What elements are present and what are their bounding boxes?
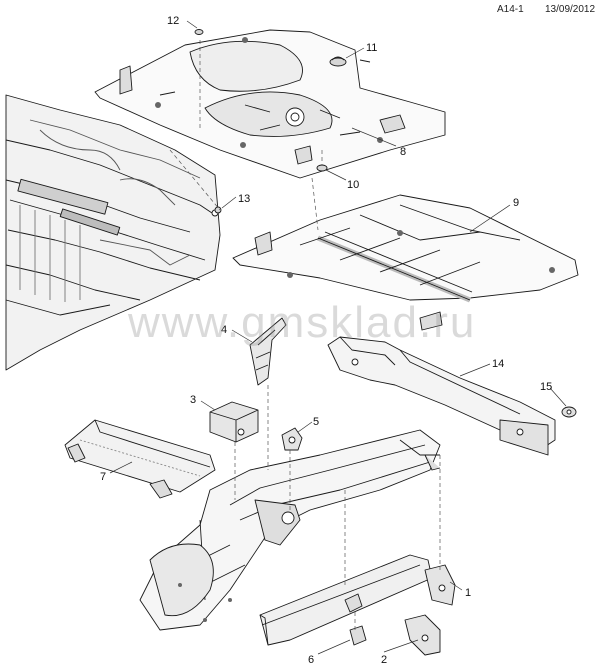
sill-part-6: [259, 554, 433, 646]
callout-13: 13: [238, 193, 250, 205]
callout-2: 2: [381, 654, 387, 666]
callout-10: 10: [347, 179, 359, 191]
crossmember-part-14: [327, 336, 556, 456]
callout-3: 3: [190, 394, 196, 406]
plug-part-11: [329, 56, 347, 67]
plug-part-12: [194, 29, 204, 35]
callout-12: 12: [167, 15, 179, 27]
leader-lines: [109, 20, 567, 655]
bracket-part-4: [249, 317, 287, 386]
bracket-part-1: [424, 564, 456, 606]
callout-4: 4: [221, 324, 227, 336]
callout-15: 15: [540, 381, 552, 393]
callout-7: 7: [100, 471, 106, 483]
plug-part-10: [316, 164, 328, 172]
module-part-3: [209, 401, 259, 443]
callout-11: 11: [366, 42, 377, 54]
callout-6: 6: [308, 654, 314, 666]
callout-5: 5: [313, 416, 319, 428]
callout-14: 14: [492, 358, 504, 370]
callout-9: 9: [513, 197, 519, 209]
nut-part-15: [561, 406, 577, 418]
bracket-part-2: [404, 614, 441, 656]
callout-8: 8: [400, 146, 406, 158]
callout-1: 1: [465, 587, 471, 599]
body-structure: [5, 94, 221, 371]
front-frame-structure: [139, 429, 441, 631]
callout-numbers: 12 11 8 10 9 13 4 3 5 7 14 15 1 2 6: [100, 15, 552, 666]
clip-part-5: [281, 427, 303, 451]
page-code: A14-1: [497, 4, 524, 15]
watermark: www.gmsklad.ru: [128, 298, 477, 347]
diagram-date: 13/09/2012: [545, 4, 596, 15]
rear-floor-panel-part-8: [94, 29, 446, 179]
plug-part-13: [214, 206, 222, 214]
floor-panel-part-9: [232, 194, 579, 331]
alignment-lines: [169, 40, 441, 630]
rail-part-7: [64, 419, 216, 499]
